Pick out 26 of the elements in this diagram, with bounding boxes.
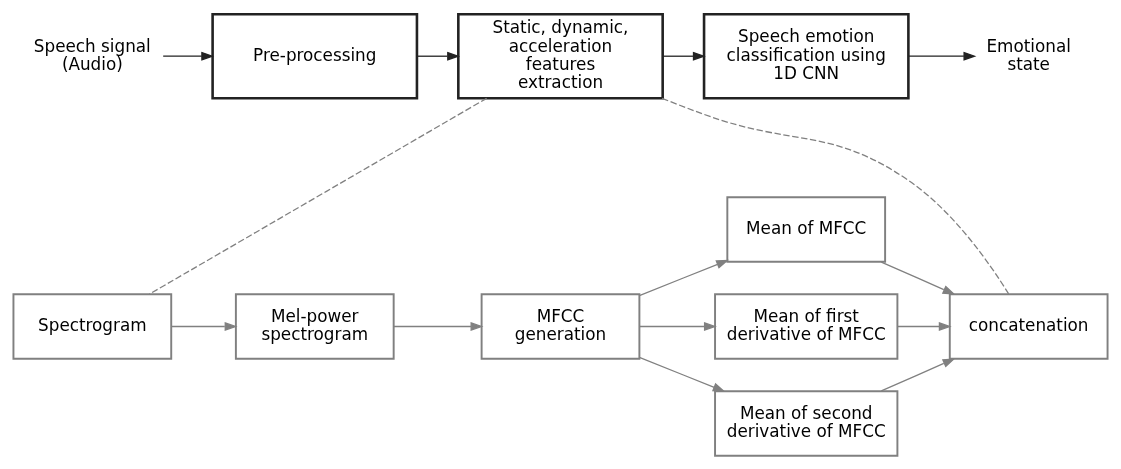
arrow — [880, 357, 956, 392]
arrow — [393, 321, 484, 331]
arrow — [171, 321, 238, 331]
node-box: Static, dynamic, acceleration features extraction — [457, 12, 664, 100]
node-box: Pre-processing — [211, 12, 419, 100]
node-box: Mel-power spectrogram — [234, 292, 395, 360]
node-box: Spectrogram — [12, 292, 173, 360]
arrow — [638, 356, 726, 392]
node-box: MFCC generation — [480, 292, 641, 360]
arrow — [662, 51, 706, 61]
arrow — [907, 51, 977, 61]
node-box: Mean of first derivative of MFCC — [714, 292, 899, 360]
node-box: Mean of second derivative of MFCC — [714, 389, 899, 457]
arrow — [638, 321, 717, 331]
arrow — [880, 260, 956, 295]
node-text: Emotional state — [986, 35, 1071, 74]
node-box: Speech emotion classification using 1D CNN — [702, 12, 910, 100]
node-box: Mean of MFCC — [726, 195, 887, 263]
node-box: concatenation — [948, 292, 1109, 360]
node-text: Speech signal (Audio) — [33, 35, 151, 74]
arrow — [896, 321, 952, 331]
connector — [661, 97, 1010, 295]
arrow — [638, 259, 730, 296]
connector — [148, 97, 488, 295]
arrow — [162, 51, 215, 61]
arrow — [416, 51, 461, 61]
